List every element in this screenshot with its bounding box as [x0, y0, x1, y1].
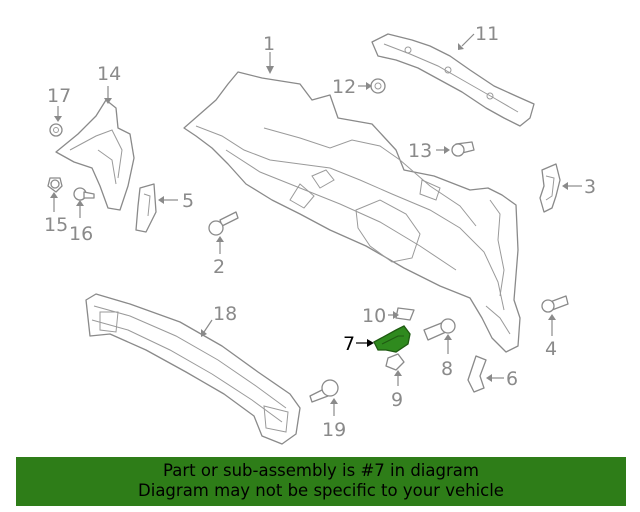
svg-text:6: 6 — [506, 368, 518, 390]
callout-15: 15 — [44, 192, 68, 236]
svg-text:16: 16 — [69, 223, 93, 245]
svg-text:12: 12 — [332, 76, 356, 98]
svg-text:2: 2 — [213, 256, 225, 278]
tab-part-10 — [395, 307, 415, 321]
svg-text:8: 8 — [441, 358, 453, 380]
bolt-part-13 — [451, 141, 475, 157]
small-bracket-part-5 — [135, 183, 157, 233]
clip-part-17 — [49, 123, 63, 137]
bracket-part-7-highlighted — [373, 325, 411, 353]
svg-text:17: 17 — [47, 85, 71, 107]
reinforcement-beam-part-18 — [85, 293, 301, 445]
callout-14: 14 — [97, 63, 121, 104]
nut-part-12 — [370, 78, 386, 94]
callout-8: 8 — [441, 334, 453, 380]
bumper-cover-part-1 — [183, 71, 521, 353]
nut-part-9 — [385, 353, 405, 371]
bolt-part-4 — [541, 295, 569, 313]
callout-11: 11 — [458, 23, 499, 50]
svg-text:4: 4 — [545, 338, 557, 360]
footer-banner: Part or sub-assembly is #7 in diagram Di… — [16, 457, 626, 506]
callout-3: 3 — [562, 176, 596, 198]
callout-5: 5 — [158, 190, 194, 212]
callout-4: 4 — [545, 314, 557, 360]
screw-part-16 — [73, 187, 95, 201]
left-bracket-part-14 — [55, 99, 135, 211]
svg-text:7: 7 — [343, 333, 355, 355]
bolt-part-2 — [208, 211, 239, 236]
callout-9: 9 — [391, 370, 403, 411]
callout-7: 7 — [343, 333, 374, 355]
side-bracket-part-3 — [539, 163, 561, 213]
svg-text:5: 5 — [182, 190, 194, 212]
push-pin-part-15 — [47, 177, 63, 193]
bolt-part-8 — [423, 318, 456, 341]
svg-text:3: 3 — [584, 176, 596, 198]
footer-line-2: Diagram may not be specific to your vehi… — [138, 481, 504, 500]
callout-18: 18 — [201, 303, 237, 337]
svg-text:18: 18 — [213, 303, 237, 325]
svg-text:10: 10 — [362, 305, 386, 327]
parts-diagram: 1 11 12 13 3 4 14 17 15 — [44, 23, 596, 445]
callout-6: 6 — [486, 368, 518, 390]
svg-text:11: 11 — [475, 23, 499, 45]
footer-line-1: Part or sub-assembly is #7 in diagram — [163, 461, 479, 480]
svg-text:9: 9 — [391, 389, 403, 411]
callout-16: 16 — [69, 200, 93, 245]
callout-19: 19 — [322, 398, 346, 441]
svg-text:19: 19 — [322, 419, 346, 441]
callout-12: 12 — [332, 76, 372, 98]
callout-10: 10 — [362, 305, 399, 327]
callout-1: 1 — [263, 33, 275, 74]
bracket-part-6 — [467, 355, 487, 393]
svg-text:1: 1 — [263, 33, 275, 55]
svg-text:15: 15 — [44, 214, 68, 236]
upper-bracket-part-11 — [371, 33, 535, 127]
callout-2: 2 — [213, 236, 225, 278]
svg-text:13: 13 — [408, 140, 432, 162]
callout-17: 17 — [47, 85, 71, 122]
bolt-part-19 — [309, 379, 339, 403]
callout-13: 13 — [408, 140, 450, 162]
svg-text:14: 14 — [97, 63, 121, 85]
